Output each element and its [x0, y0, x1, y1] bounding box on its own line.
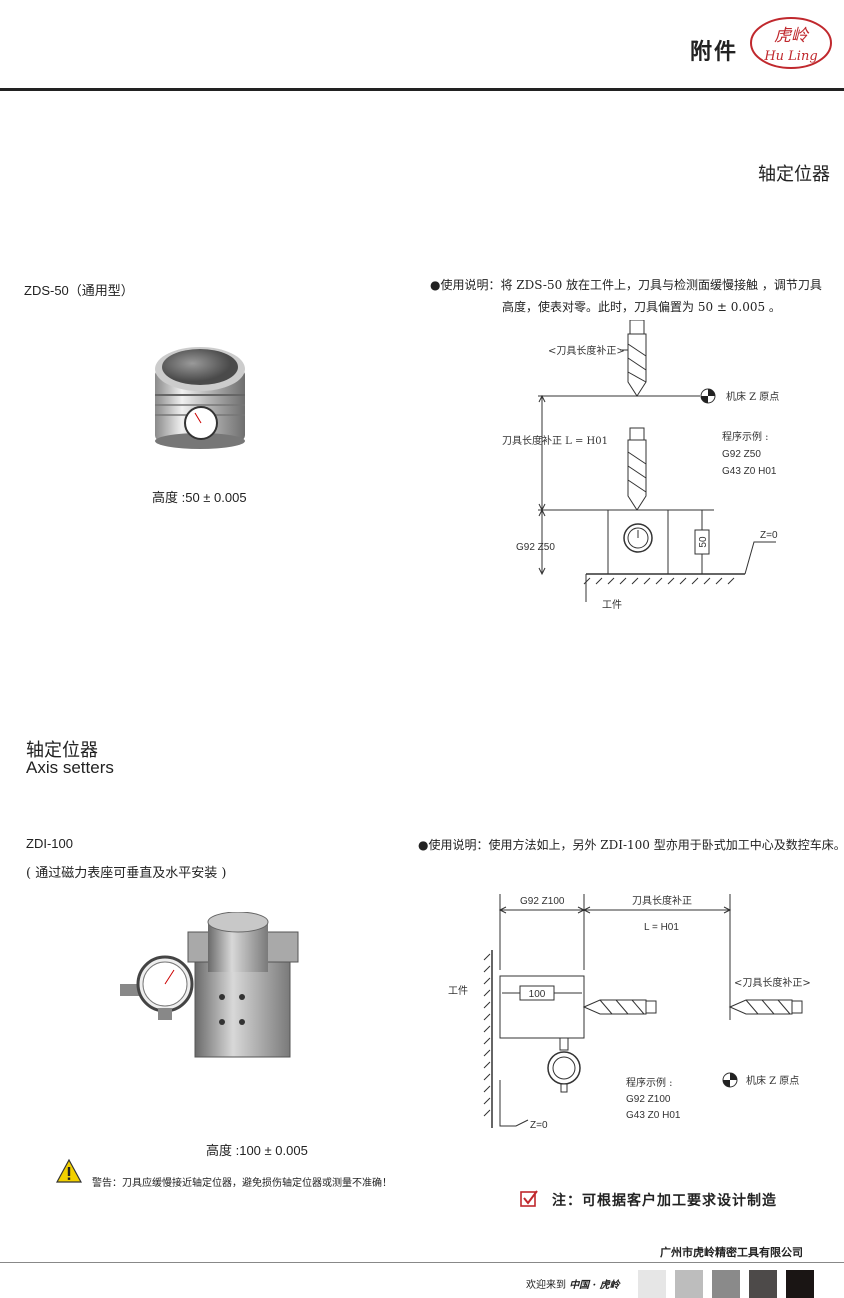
color-swatch-3: [712, 1270, 740, 1298]
zds50-usage-diagram: <刀具长度补正> 机床 Z 原点 刀具长度补正 L = H01 程序示例 : G…: [490, 319, 820, 620]
brand-logo: 虎岭 Hu Ling: [748, 14, 834, 72]
zds50-product-image: [145, 335, 255, 455]
checkbox-icon: [520, 1190, 538, 1208]
d2-program-title: 程序示例 :: [626, 1076, 673, 1089]
z-zero-label: Z=0: [760, 530, 778, 541]
logo-en-text: Hu Ling: [763, 49, 817, 64]
footer-welcome-text: 欢迎来到: [526, 1280, 566, 1291]
footer-welcome-brand: 中国 · 虎岭: [569, 1280, 620, 1291]
machine-origin-label: 机床 Z 原点: [726, 390, 779, 403]
header: 附件 虎岭 Hu Ling: [0, 0, 844, 92]
program-line2: G43 Z0 H01: [722, 466, 777, 477]
section2-title-en: Axis setters: [26, 758, 114, 777]
color-swatch-4: [749, 1270, 777, 1298]
product2-warning: 警告：刀具应缓慢接近轴定位器，避免损伤轴定位器或测量不准确！: [92, 1178, 392, 1189]
program-line1: G92 Z50: [722, 449, 761, 460]
footer-company: 广州市虎岭精密工具有限公司: [660, 1246, 803, 1259]
d2-workpiece-label: 工件: [448, 985, 468, 997]
warning-icon: [55, 1158, 83, 1184]
product2-usage: ●使用说明：使用方法如上，另外 ZDI-100 型亦用于卧式加工中心及数控车床。: [418, 838, 844, 852]
custom-design-note: 注：可根据客户加工要求设计制造: [552, 1193, 777, 1209]
program-title: 程序示例 :: [722, 430, 769, 443]
tool-comp-label: <刀具长度补正>: [548, 344, 625, 357]
product2-model: ZDI-100: [26, 836, 73, 851]
color-swatch-5: [786, 1270, 814, 1298]
product2-height-spec: 高度 :100 ± 0.005: [206, 1143, 308, 1158]
d2-tool-comp-formula: L = H01: [644, 922, 679, 933]
section-title-right: 轴定位器: [758, 164, 830, 185]
workpiece-label: 工件: [602, 599, 622, 611]
product2-mount-note: ( 通过磁力表座可垂直及水平安装 ): [26, 866, 227, 881]
color-swatch-2: [675, 1270, 703, 1298]
logo-cn-text: 虎岭: [774, 26, 810, 46]
d2-program-line2: G43 Z0 H01: [626, 1110, 681, 1121]
product1-model: ZDS-50（通用型）: [24, 283, 134, 298]
zdi100-usage-diagram: G92 Z100 刀具长度补正 L = H01 工件 100 <刀具长度补正> …: [440, 880, 820, 1140]
d2-machine-origin: 机床 Z 原点: [746, 1074, 799, 1087]
g92-label: G92 Z50: [516, 542, 555, 553]
footer-welcome: 欢迎来到 中国 · 虎岭: [526, 1276, 620, 1291]
product1-usage-line1: ●使用说明：将 ZDS-50 放在工件上，刀具与检测面缓慢接触 ，调节刀具: [430, 278, 822, 292]
footer-rule: [0, 1262, 844, 1263]
d2-program-line1: G92 Z100: [626, 1094, 671, 1105]
tool-comp-formula: 刀具长度补正 L = H01: [502, 434, 608, 447]
header-rule: [0, 88, 844, 91]
section2-title-cn: 轴定位器: [26, 740, 98, 761]
color-swatch-1: [638, 1270, 666, 1298]
d2-g92-label: G92 Z100: [520, 896, 565, 907]
d2-tool-comp-label: <刀具长度补正>: [734, 976, 811, 989]
header-title: 附件: [690, 40, 739, 65]
d2-height-value: 100: [529, 989, 546, 1000]
d2-tool-comp-title: 刀具长度补正: [632, 894, 692, 907]
product1-usage-line2: 高度，使表对零。此时，刀具偏置为 50 ± 0.005 。: [502, 300, 781, 314]
d2-z-zero: Z=0: [530, 1120, 548, 1131]
zdi100-product-image: [110, 911, 310, 1062]
product1-height-spec: 高度 :50 ± 0.005: [152, 490, 247, 505]
height-value: 50: [698, 536, 709, 548]
